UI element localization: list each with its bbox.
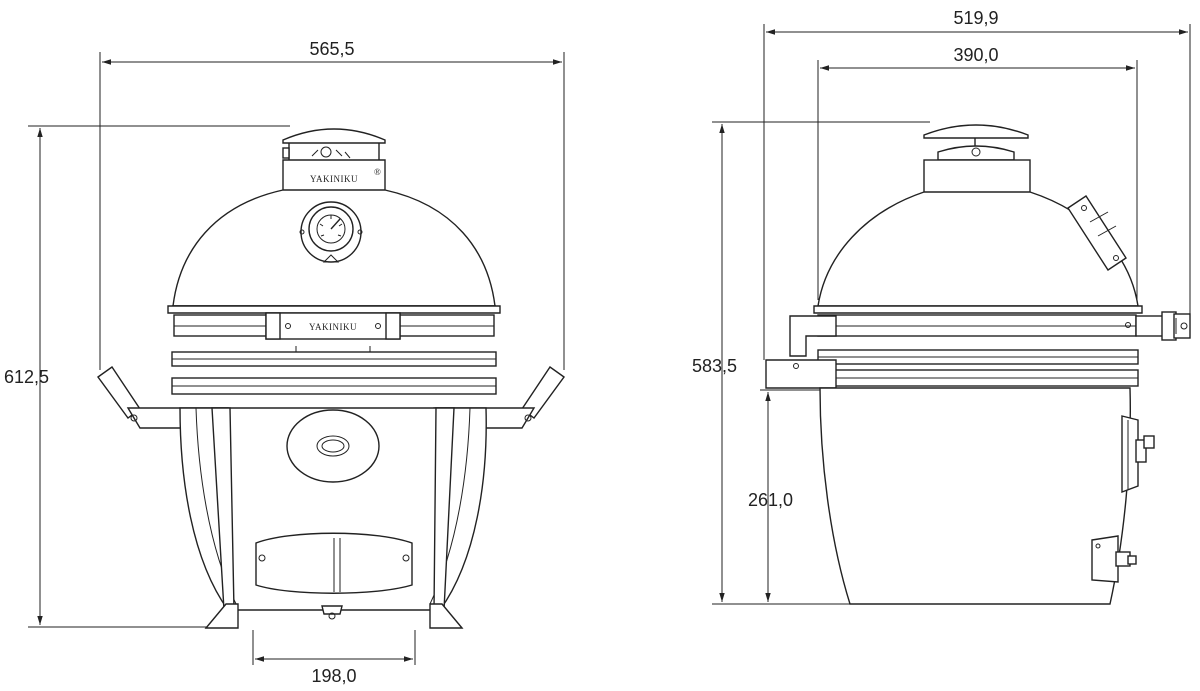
hinge-spring xyxy=(1067,195,1127,271)
top-vent-cap xyxy=(282,128,386,160)
side-height-label: 583,5 xyxy=(692,356,737,376)
ring-bands xyxy=(171,351,497,395)
vent-collar: YAKINIKU ® xyxy=(282,159,386,193)
side-width-outer-label: 519,9 xyxy=(953,8,998,28)
hinge-band: YAKINIKU xyxy=(173,312,495,352)
side-width-body-dimension: 390,0 xyxy=(817,45,1138,300)
brand-logo-top: YAKINIKU xyxy=(310,174,358,184)
side-lower-body xyxy=(819,387,1131,605)
side-height-dimension: 583,5 xyxy=(692,121,930,605)
stand-legs xyxy=(204,407,464,629)
ash-drawer xyxy=(255,532,413,594)
front-base-dimension: 198,0 xyxy=(252,630,416,686)
side-bands xyxy=(817,314,1139,387)
side-width-body-label: 390,0 xyxy=(953,45,998,65)
side-collar xyxy=(923,159,1031,195)
thermometer-icon xyxy=(299,201,363,263)
front-height-label: 612,5 xyxy=(4,367,49,387)
side-dome xyxy=(813,191,1143,314)
side-hinge-arm xyxy=(765,315,837,389)
svg-text:®: ® xyxy=(374,167,381,177)
side-lower-height-label: 261,0 xyxy=(748,490,793,510)
draft-door xyxy=(286,409,380,483)
front-base-label: 198,0 xyxy=(311,666,356,686)
brand-logo-band: YAKINIKU xyxy=(309,322,357,332)
front-view: 565,5 612,5 198,0 YAKINIKU xyxy=(4,39,565,686)
side-view: 519,9 390,0 583,5 261,0 xyxy=(692,8,1191,605)
side-width-outer-dimension: 519,9 xyxy=(763,8,1191,360)
side-vent-cap xyxy=(923,124,1029,161)
side-hinge-right xyxy=(1135,311,1191,341)
front-width-dimension: 565,5 xyxy=(99,39,565,370)
side-ash-drawer xyxy=(1091,535,1137,583)
front-width-label: 565,5 xyxy=(309,39,354,59)
bottom-plug xyxy=(321,605,343,620)
front-height-dimension: 612,5 xyxy=(4,125,290,628)
side-draft-vent xyxy=(1121,415,1155,494)
side-lower-height-dimension: 261,0 xyxy=(748,389,820,602)
